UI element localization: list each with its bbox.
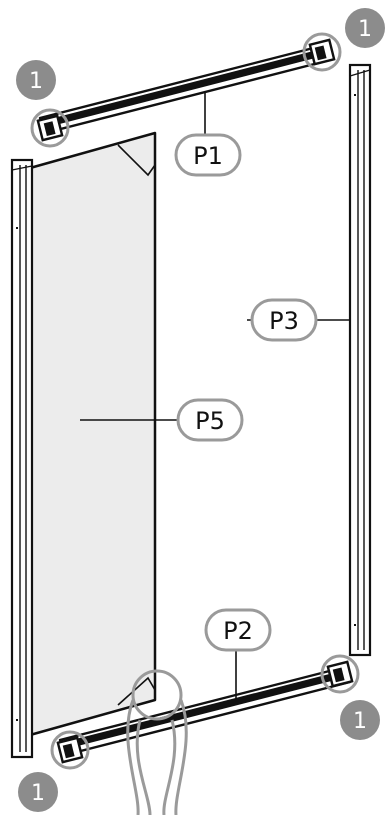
callout-ring-top-right [302,32,342,72]
callout-rings [30,32,360,815]
part-label-p2: P2 [204,608,272,652]
clip-loop [126,699,140,815]
glass-panel [28,131,157,737]
detail-badge-bottom-left: 1 [18,772,58,812]
svg-text:P5: P5 [195,407,225,435]
svg-text:P1: P1 [193,142,223,170]
part-label-p1: P1 [174,133,242,177]
top-rail [36,38,336,142]
detail-badge-top-right: 1 [345,8,385,48]
detail-badge-bottom-right: 1 [340,700,380,740]
detail-badge-top-left: 1 [16,60,56,100]
callout-ring-top-left [30,108,70,148]
callout-ring-bottom-left [50,730,90,770]
svg-text:1: 1 [31,781,45,806]
svg-text:P2: P2 [223,617,253,645]
svg-text:1: 1 [29,69,43,94]
part-label-p3: P3 [250,298,318,342]
bottom-rail [56,660,354,764]
left-wall-profile [10,158,34,759]
callout-ring-bottom-right [320,654,360,694]
svg-text:1: 1 [353,709,367,734]
right-wall-profile [348,63,372,657]
part-label-p5: P5 [176,398,244,442]
callout-ring-clip [131,669,183,721]
svg-text:1: 1 [358,17,372,42]
svg-text:P3: P3 [269,307,299,335]
